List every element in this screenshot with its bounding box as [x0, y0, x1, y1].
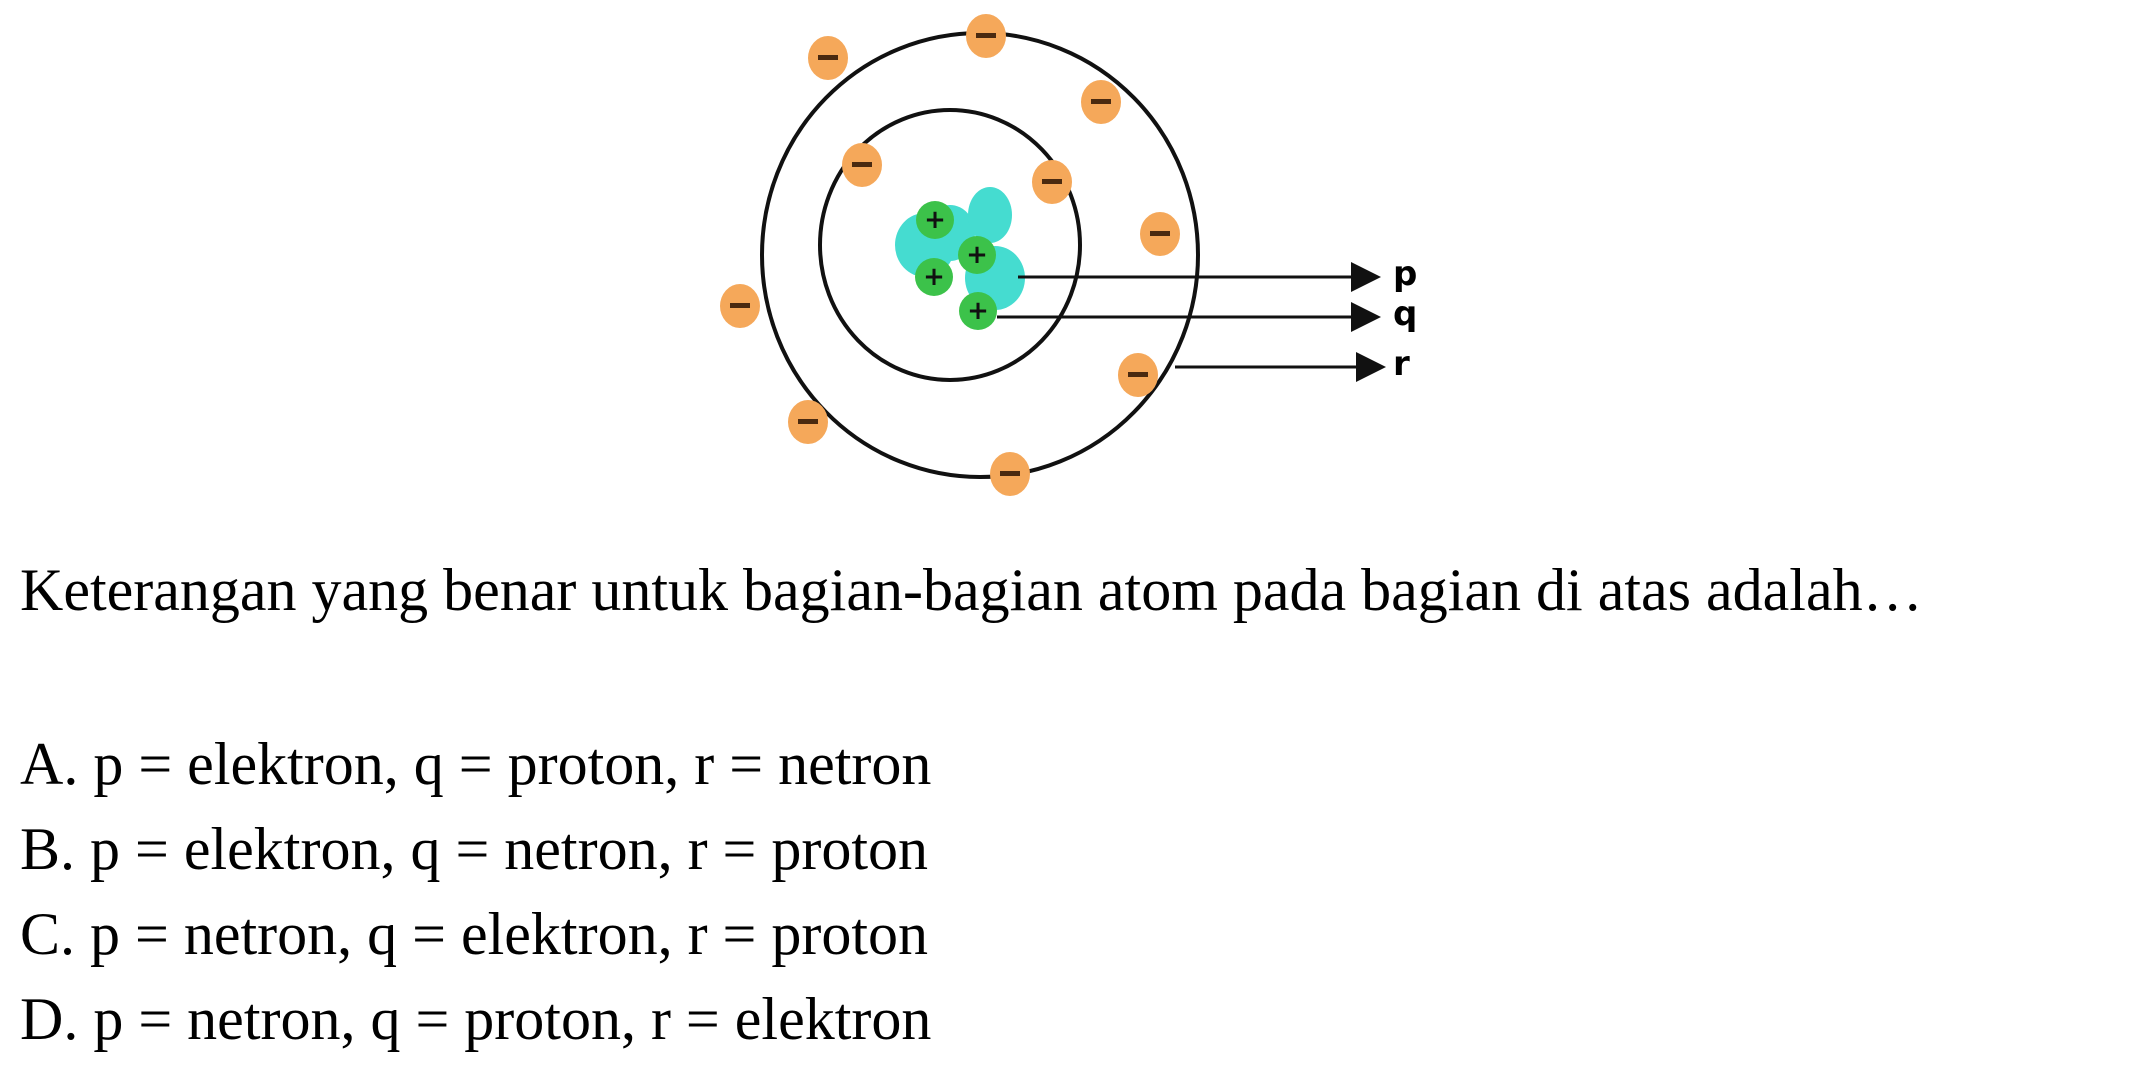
label-r: r — [1393, 344, 1410, 384]
proton: + — [916, 201, 954, 239]
electron — [788, 400, 828, 444]
electron — [808, 36, 848, 80]
option-a[interactable]: A. p = elektron, q = proton, r = netron — [20, 722, 931, 807]
question-text: Keterangan yang benar untuk bagian-bagia… — [20, 557, 1923, 623]
svg-text:+: + — [967, 296, 989, 326]
proton: + — [959, 292, 997, 330]
option-b[interactable]: B. p = elektron, q = netron, r = proton — [20, 807, 931, 892]
electron — [990, 452, 1030, 496]
nucleus: + + + + — [895, 187, 1025, 330]
label-q: q — [1393, 294, 1417, 334]
svg-text:+: + — [966, 240, 988, 270]
electron — [1118, 353, 1158, 397]
option-letter: B. — [20, 816, 76, 882]
electron — [720, 284, 760, 328]
option-letter: A. — [20, 731, 79, 797]
answer-options: A. p = elektron, q = proton, r = netron … — [20, 722, 931, 1062]
option-text: p = netron, q = elektron, r = proton — [90, 901, 929, 967]
option-letter: D. — [20, 986, 79, 1052]
svg-text:+: + — [923, 262, 945, 292]
option-text: p = elektron, q = netron, r = proton — [90, 816, 929, 882]
option-letter: C. — [20, 901, 76, 967]
electron — [1032, 160, 1072, 204]
inner-orbit — [818, 108, 1082, 382]
label-p: p — [1393, 254, 1417, 294]
option-text: p = netron, q = proton, r = elektron — [93, 986, 932, 1052]
proton: + — [915, 258, 953, 296]
electron — [1081, 80, 1121, 124]
svg-text:+: + — [924, 205, 946, 235]
atom-diagram: + + + + p q r — [720, 14, 1417, 496]
electron — [966, 14, 1006, 58]
electron — [842, 143, 882, 187]
proton: + — [958, 236, 996, 274]
option-d[interactable]: D. p = netron, q = proton, r = elektron — [20, 977, 931, 1062]
option-text: p = elektron, q = proton, r = netron — [93, 731, 932, 797]
option-c[interactable]: C. p = netron, q = elektron, r = proton — [20, 892, 931, 977]
electron — [1140, 212, 1180, 256]
